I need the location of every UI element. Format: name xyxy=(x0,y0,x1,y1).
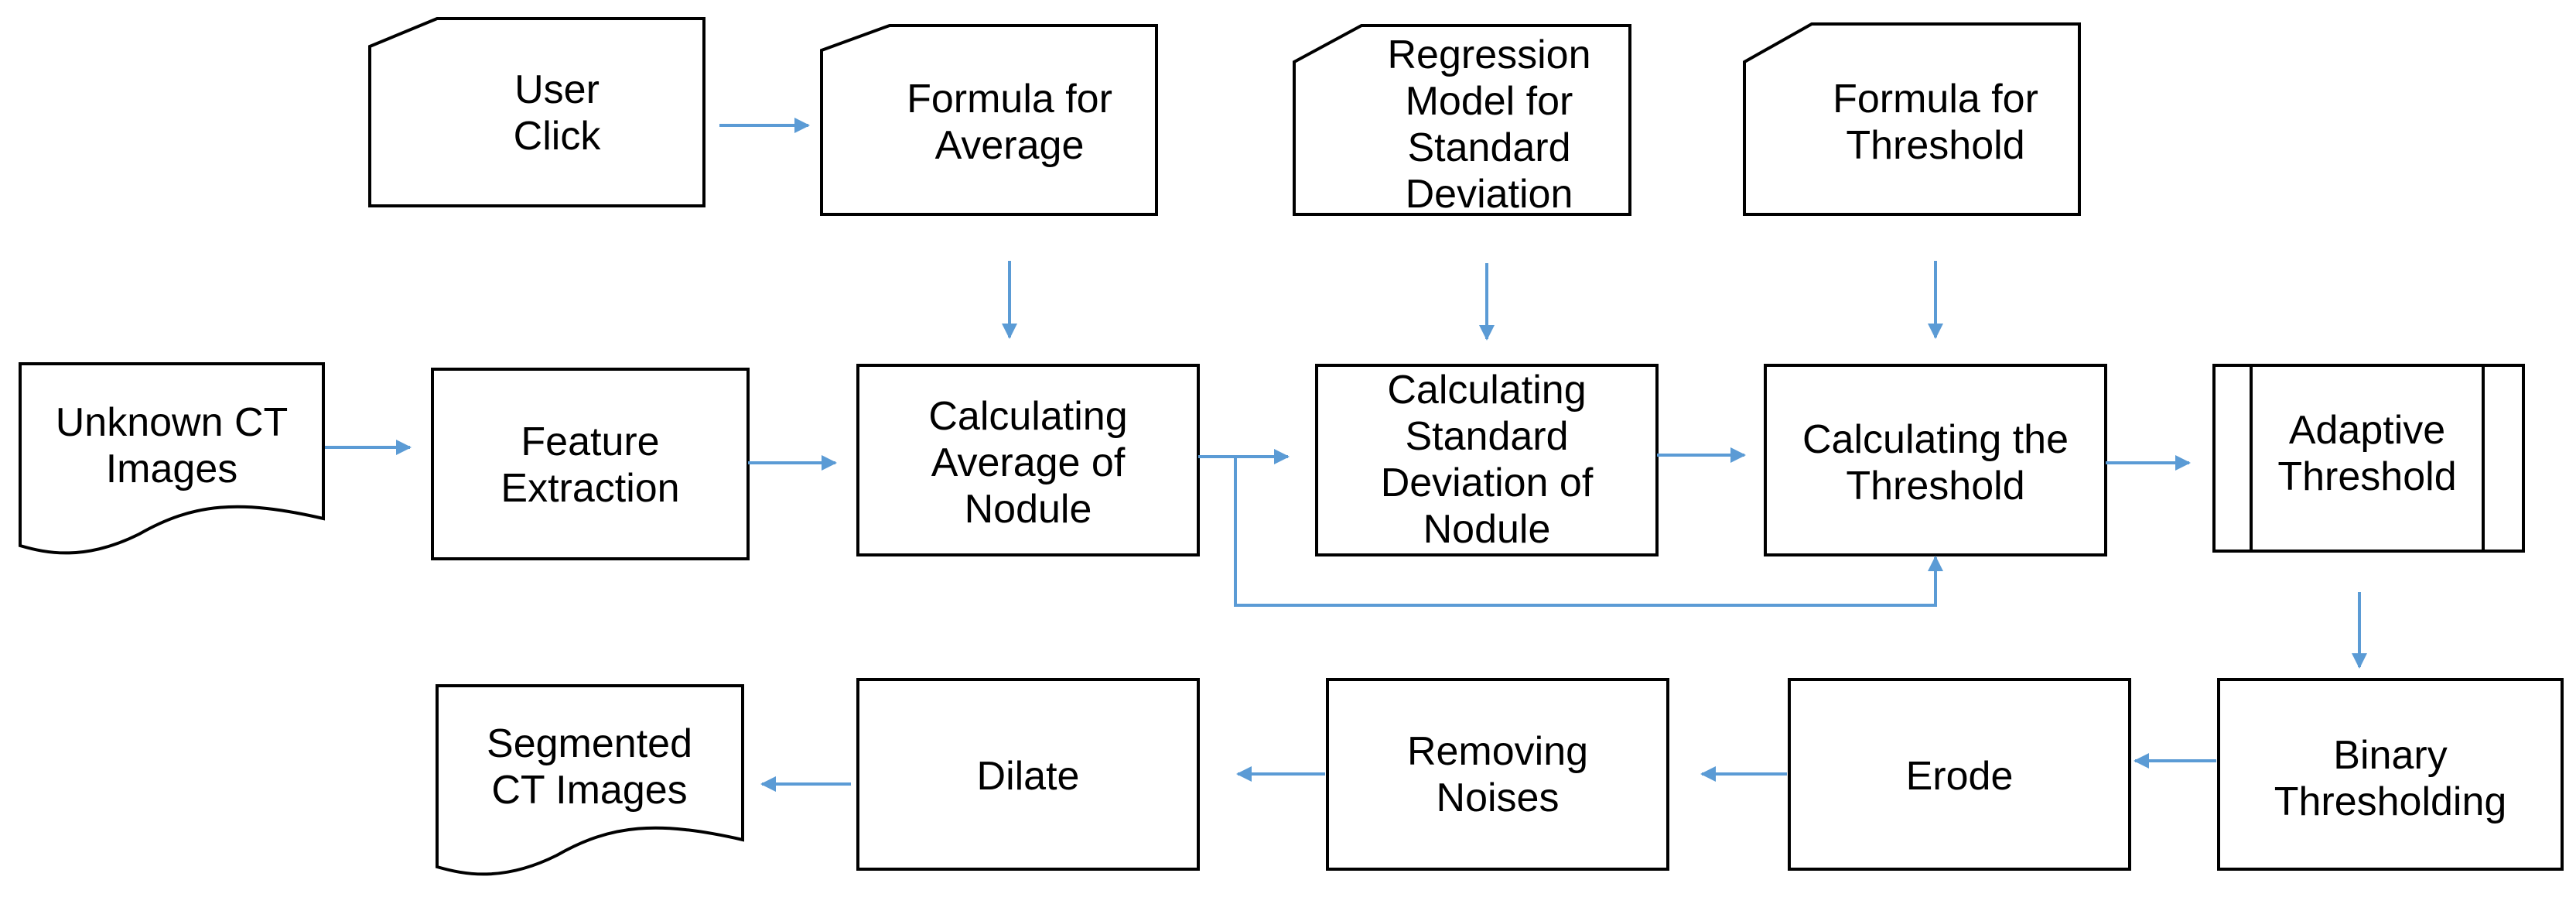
label-line: Segmented xyxy=(487,721,692,766)
label-line: Average of xyxy=(931,440,1126,485)
label-line: Formula for xyxy=(1833,77,2038,122)
label-line: Thresholding xyxy=(2274,779,2507,824)
arrow-calc-average-to-calc-threshold xyxy=(1234,457,1943,607)
label-line: Erode xyxy=(1906,754,2014,799)
label-line: Formula for xyxy=(907,77,1112,122)
label-line: Nodule xyxy=(1423,507,1551,552)
label-line: Feature xyxy=(521,419,659,464)
label-line: Standard xyxy=(1407,125,1570,170)
label-line: CT Images xyxy=(491,768,687,813)
label-line: Threshold xyxy=(1846,123,2024,168)
label-line: Calculating the xyxy=(1802,417,2069,462)
label-line: Deviation xyxy=(1406,172,1573,217)
node-erode: Erode xyxy=(1788,678,2131,871)
label-line: Adaptive xyxy=(2289,408,2445,453)
label-line: Threshold xyxy=(2277,454,2456,499)
label-line: Average xyxy=(935,123,1085,168)
node-erode-label: Erode xyxy=(1906,754,2014,799)
label-line: Model for xyxy=(1406,79,1573,124)
arrows xyxy=(325,118,2367,792)
label-line: Click xyxy=(514,114,602,159)
label-line: Nodule xyxy=(965,487,1092,532)
label-line: Standard xyxy=(1405,414,1568,459)
label-line: Removing xyxy=(1407,729,1588,774)
label-line: Deviation of xyxy=(1381,461,1594,505)
label-line: Threshold xyxy=(1846,464,2024,508)
label-line: Binary xyxy=(2333,733,2447,778)
label-line: Regression xyxy=(1387,33,1590,77)
label-line: Calculating xyxy=(928,394,1127,439)
label-line: Calculating xyxy=(1387,368,1586,413)
label-line: Extraction xyxy=(501,466,679,511)
label-line: Images xyxy=(106,447,238,491)
node-dilate-label: Dilate xyxy=(977,754,1080,799)
label-line: User xyxy=(514,67,600,112)
label-line: Unknown CT xyxy=(56,400,289,445)
label-line: Dilate xyxy=(977,754,1080,799)
node-dilate: Dilate xyxy=(856,678,1200,871)
label-line: Noises xyxy=(1437,776,1560,820)
